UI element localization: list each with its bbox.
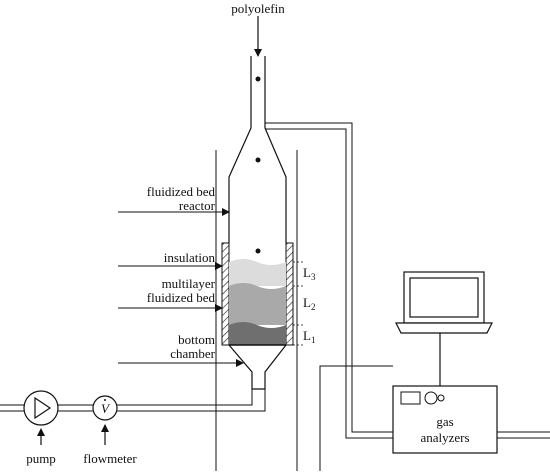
insulation-label: insulation: [164, 250, 216, 265]
multilayer-bed: [229, 259, 286, 346]
inlet-line: [0, 389, 266, 412]
analyzer-signal-line: [319, 365, 393, 471]
polyolefin-feed: polyolefin: [231, 1, 285, 57]
reactor-label-1: fluidized bed: [147, 184, 216, 199]
laptop-icon: [395, 271, 493, 386]
bed-layer-top: [229, 259, 286, 286]
analyzer-exhaust: [497, 431, 550, 439]
bottom-label-1: bottom: [178, 332, 215, 347]
particles: [255, 76, 261, 254]
gas-analyzers-unit: [392, 385, 498, 454]
multilayer-label-1: multilayer: [162, 276, 216, 291]
multilayer-label-2: fluidized bed: [147, 290, 216, 305]
bed-layer-middle: [229, 283, 286, 325]
polyolefin-label: polyolefin: [231, 1, 285, 16]
level-l3: L3: [303, 265, 316, 282]
flowmeter-label: flowmeter: [83, 451, 137, 466]
bottom-label-2: chamber: [170, 346, 215, 361]
gas-analyzers-label-2: analyzers: [420, 430, 469, 445]
reactor-label-2: reactor: [179, 198, 216, 213]
pump-label: pump: [26, 451, 56, 466]
pump-icon: [23, 390, 59, 445]
level-markers: [293, 261, 305, 346]
level-l1: L1: [303, 328, 315, 345]
label-arrows: [118, 208, 244, 367]
gas-analyzers-label-1: gas: [436, 414, 453, 429]
insulation-right: [285, 242, 294, 346]
bed-layer-bottom: [229, 322, 286, 345]
flowmeter-symbol: V: [101, 401, 111, 416]
gas-outlet-pipe: [265, 122, 393, 439]
insulation-left: [221, 242, 230, 346]
flowmeter-icon: V: [92, 395, 118, 445]
level-l2: L2: [303, 295, 315, 312]
